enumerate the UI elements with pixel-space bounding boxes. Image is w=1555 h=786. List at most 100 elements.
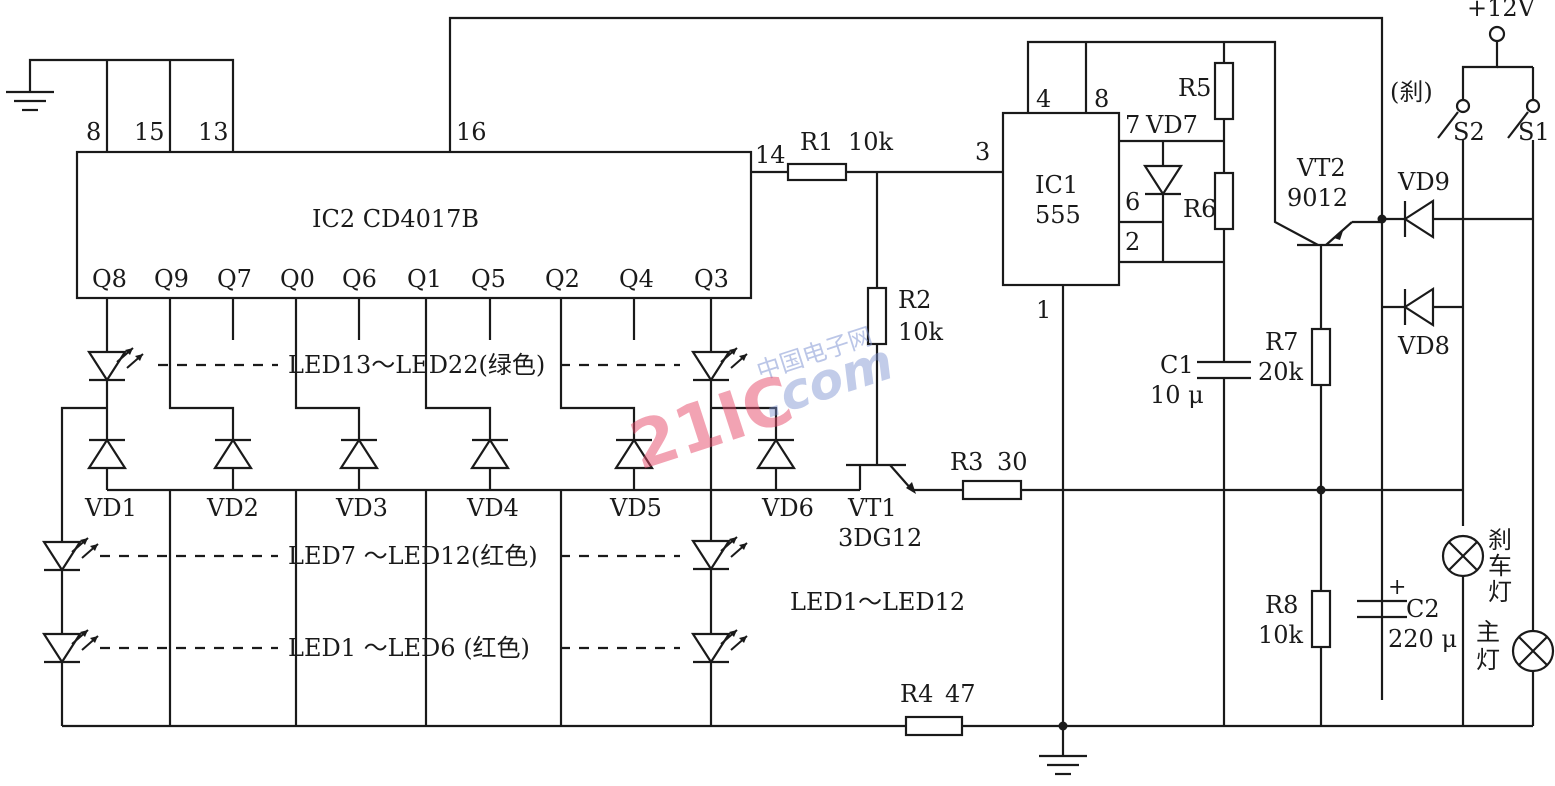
lamp-brake-label-3: 灯 [1488, 578, 1512, 606]
led-red-low-right [691, 628, 749, 664]
diode-vd6-label: VD6 [761, 494, 814, 522]
watermark-logo: 中国电子网 21IC .com [621, 322, 900, 485]
resistor-r1 [786, 162, 848, 182]
ic2-output-q7: Q7 [217, 265, 252, 293]
ic2-output-q3: Q3 [694, 265, 729, 293]
wire-ground-pins [28, 58, 235, 152]
resistor-r1-label: R1 [800, 128, 833, 156]
ic2-output-q9: Q9 [154, 265, 189, 293]
ic1-pin-8: 8 [1094, 85, 1109, 113]
diode-vd5-label: VD5 [609, 494, 662, 522]
ic1-pin-6: 6 [1125, 188, 1140, 216]
ic1-pin-1: 1 [1036, 296, 1051, 324]
led-red-mid-group-label: LED7 ～LED12(红色) [288, 542, 538, 570]
ic1-body [1001, 111, 1121, 287]
ic2-output-q2: Q2 [545, 265, 580, 293]
capacitor-c1-value: 10 μ [1150, 381, 1204, 409]
lamp-brake [1441, 534, 1485, 726]
switch-s2 [1437, 98, 1471, 526]
ic2-pin-15: 15 [134, 118, 165, 146]
ic2-pin-14: 14 [755, 141, 786, 169]
resistor-r6-label: R6 [1183, 195, 1216, 223]
ic1-pin-2: 2 [1125, 228, 1140, 256]
ic2-output-q5: Q5 [471, 265, 506, 293]
lamp-main-label-2: 灯 [1476, 646, 1500, 674]
resistor-r5-label: R5 [1178, 74, 1211, 102]
diode-vd2 [213, 438, 253, 470]
resistor-r2-label: R2 [898, 286, 931, 314]
capacitor-c2-value: 220 μ [1388, 625, 1457, 653]
diode-vd9-label: VD9 [1397, 168, 1450, 196]
diode-vd8-label: VD8 [1397, 332, 1450, 360]
switch-s1-label: S1 [1518, 118, 1550, 146]
led-green-group-label: LED13～LED22(绿色) [288, 351, 545, 379]
lamp-main [1511, 629, 1555, 726]
led-group-note: LED1～LED12 [790, 588, 965, 616]
diode-vd4 [470, 438, 510, 470]
ic2-pin-16: 16 [456, 118, 487, 146]
transistor-vt1-type: 3DG12 [838, 524, 922, 552]
vcc-terminal [1488, 25, 1506, 43]
diode-vd7-label: VD7 [1145, 111, 1198, 139]
resistor-r2-value: 10k [898, 318, 944, 346]
resistor-r7 [1310, 327, 1332, 387]
ic2-output-q8: Q8 [92, 265, 127, 293]
ic2-body [75, 150, 753, 300]
led-red-mid-right [691, 535, 749, 571]
diode-vd2-label: VD2 [206, 494, 259, 522]
transistor-vt1-label: VT1 [847, 494, 897, 522]
ic2-output-q4: Q4 [619, 265, 654, 293]
resistor-r4 [904, 715, 964, 737]
diode-vd4-label: VD4 [466, 494, 519, 522]
diode-vd8 [1382, 286, 1463, 328]
transistor-vt2-type: 9012 [1287, 184, 1348, 212]
led-red-mid-left [42, 536, 100, 572]
wire-vcc-top [448, 16, 1384, 700]
diode-vd3 [339, 438, 379, 470]
ic2-pin-8: 8 [86, 118, 101, 146]
ic2-label: IC2 CD4017B [312, 205, 479, 233]
diode-vd7 [1142, 164, 1184, 197]
capacitor-c2-label: C2 [1406, 595, 1440, 623]
resistor-r5 [1213, 61, 1235, 121]
resistor-r8 [1310, 589, 1332, 649]
ic1-pin-7: 7 [1125, 111, 1140, 139]
capacitor-c1-label: C1 [1160, 351, 1194, 379]
ic2-output-labels: Q8 Q9 Q7 Q0 Q6 Q1 Q5 Q2 Q4 Q3 [92, 265, 729, 293]
ic1-pin-3: 3 [975, 138, 990, 166]
ground-symbol-bottom [1039, 726, 1087, 776]
lamp-main-label-1: 主 [1476, 618, 1500, 646]
ic2-pin-13: 13 [198, 118, 229, 146]
diode-vd1 [87, 438, 127, 470]
resistor-r3-label: R3 [950, 448, 983, 476]
led-red-low-group-label: LED1 ～LED6 (红色) [288, 634, 530, 662]
resistor-r1-value: 10k [848, 128, 894, 156]
ic2-output-q6: Q6 [342, 265, 377, 293]
resistor-r4-label: R4 [900, 680, 933, 708]
resistor-r6 [1213, 171, 1235, 231]
resistor-r4-value: 47 [945, 680, 976, 708]
resistor-r8-label: R8 [1265, 591, 1298, 619]
resistor-r3 [961, 479, 1023, 501]
resistor-r7-value: 20k [1258, 358, 1304, 386]
ic1-label-line1: IC1 [1035, 171, 1078, 199]
diode-vd1-label: VD1 [84, 494, 137, 522]
led-red-low-left [42, 628, 100, 664]
led-green-q8 [87, 346, 145, 382]
brake-mark: (刹) [1390, 78, 1433, 106]
ground-symbol-top [6, 62, 54, 112]
lamp-brake-label-2: 车 [1488, 552, 1512, 580]
diode-vd3-label: VD3 [335, 494, 388, 522]
resistor-r3-value: 30 [997, 448, 1028, 476]
capacitor-c2-plus: + [1388, 575, 1406, 600]
vcc-label: +12V [1467, 0, 1536, 22]
ic1-label-line2: 555 [1035, 201, 1081, 229]
switch-s1 [1507, 98, 1541, 630]
ic2-output-q0: Q0 [280, 265, 315, 293]
resistor-r7-label: R7 [1265, 328, 1298, 356]
transistor-vt2-label: VT2 [1296, 154, 1346, 182]
lamp-brake-label-1: 刹 [1488, 526, 1512, 554]
ic2-output-q1: Q1 [407, 265, 442, 293]
ic1-pin-4: 4 [1036, 85, 1051, 113]
